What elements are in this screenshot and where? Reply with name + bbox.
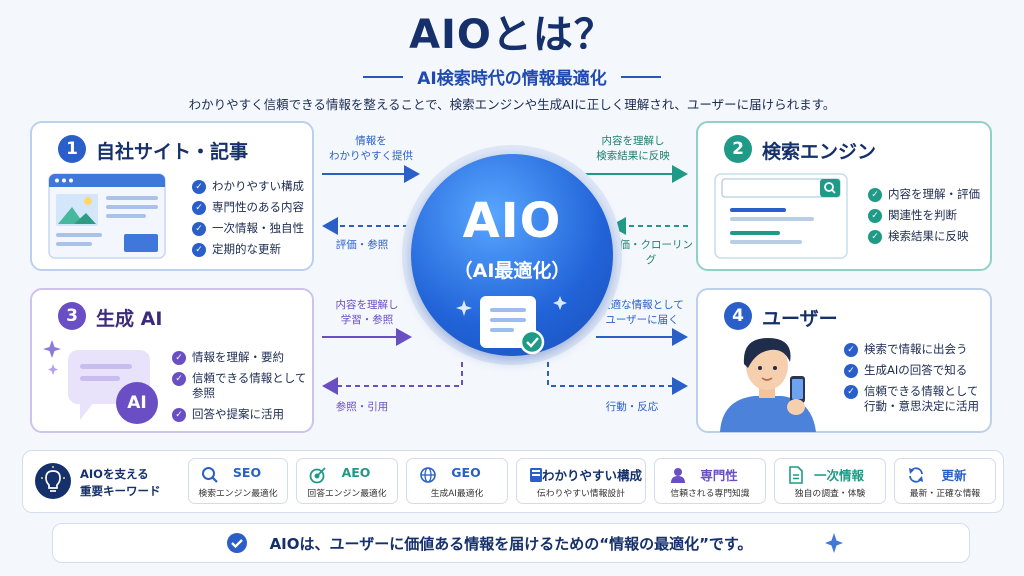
check-icon: ✓ bbox=[844, 385, 858, 399]
card-title: 自社サイト・記事 bbox=[96, 141, 249, 163]
card-feature-list: ✓内容を理解・評価 ✓関連性を判断 ✓検索結果に反映 bbox=[868, 187, 980, 250]
list-item: 行動・意思決定に活用 bbox=[864, 399, 979, 413]
document-icon bbox=[789, 466, 803, 484]
list-item: ✓検索結果に反映 bbox=[868, 229, 980, 244]
sparkle-icon bbox=[825, 533, 843, 553]
list-item: ✓わかりやすい構成 bbox=[192, 179, 304, 194]
aio-center-subtitle: （AI最適化） bbox=[453, 260, 571, 282]
check-icon: ✓ bbox=[192, 180, 206, 194]
check-icon: ✓ bbox=[868, 188, 882, 202]
check-icon: ✓ bbox=[192, 222, 206, 236]
ai-badge: AI bbox=[116, 382, 158, 424]
arrow-user-to-aio bbox=[547, 362, 688, 395]
keyword-seo: SEO 検索エンジン最適化 bbox=[188, 458, 288, 504]
card-number: 2 bbox=[724, 135, 752, 163]
card-feature-list: ✓情報を理解・要約 ✓信頼できる情報として参照 ✓回答や提案に活用 bbox=[172, 350, 312, 428]
search-results-illustration-icon bbox=[714, 173, 848, 259]
card-feature-list: ✓わかりやすい構成 ✓専門性のある内容 ✓一次情報・独自性 ✓定期的な更新 bbox=[192, 179, 304, 263]
check-icon: ✓ bbox=[868, 209, 882, 223]
flow-label-evaluate: 評価・参照 bbox=[335, 239, 389, 251]
search-icon bbox=[202, 467, 218, 483]
keywords-heading: AIOを支える 重要キーワード bbox=[80, 467, 161, 498]
keyword-primary-info: 一次情報 独自の調査・体験 bbox=[774, 458, 886, 504]
card-user: 4 ユーザー ✓検索で情報に出会う ✓生成AIの回答で知る ✓信頼できる情報とし… bbox=[696, 288, 992, 433]
card-title: 生成 AI bbox=[96, 308, 163, 330]
list-item: ✓生成AIの回答で知る bbox=[844, 363, 979, 378]
page-title: AIOとは？ bbox=[409, 12, 615, 58]
list-item: ✓信頼できる情報として bbox=[844, 384, 979, 399]
card-feature-list: ✓検索で情報に出会う ✓生成AIの回答で知る ✓信頼できる情報として 行動・意思… bbox=[844, 342, 979, 420]
check-icon: ✓ bbox=[844, 364, 858, 378]
keyword-clear-structure: わかりやすい構成 伝わりやすい情報設計 bbox=[516, 458, 646, 504]
flow-label-provide: 情報をわかりやすく提供 bbox=[329, 135, 413, 162]
check-icon: ✓ bbox=[844, 343, 858, 357]
check-icon: ✓ bbox=[192, 243, 206, 257]
list-item: ✓回答や提案に活用 bbox=[172, 407, 312, 422]
keyword-geo: GEO 生成AI最適化 bbox=[406, 458, 508, 504]
check-icon: ✓ bbox=[868, 230, 882, 244]
subtitle-dash-left bbox=[363, 75, 404, 78]
globe-icon bbox=[420, 467, 436, 483]
document-check-icon bbox=[456, 296, 567, 355]
check-icon: ✓ bbox=[172, 408, 186, 422]
list-item: ✓情報を理解・要約 bbox=[172, 350, 312, 365]
flow-label-crawling: 評価・クローリング bbox=[609, 239, 693, 266]
book-icon bbox=[530, 468, 542, 482]
list-item: ✓信頼できる情報として参照 bbox=[172, 371, 312, 401]
card-number: 1 bbox=[58, 135, 86, 163]
card-title: ユーザー bbox=[762, 308, 838, 330]
webpage-illustration-icon bbox=[48, 173, 166, 259]
card-generative-ai: 3 生成 AI AI ✓情報を理解・要約 ✓信頼できる情報として参照 ✓回答や提… bbox=[30, 288, 314, 433]
check-icon: ✓ bbox=[172, 372, 186, 386]
card-number: 3 bbox=[58, 302, 86, 330]
flow-label-learn: 内容を理解し学習・参照 bbox=[335, 299, 399, 326]
flow-label-reflect: 内容を理解し検索結果に反映 bbox=[596, 135, 670, 162]
check-icon: ✓ bbox=[172, 351, 186, 365]
list-item: ✓内容を理解・評価 bbox=[868, 187, 980, 202]
card-number: 4 bbox=[724, 302, 752, 330]
page-subtitle: AI検索時代の情報最適化 bbox=[417, 69, 607, 89]
expert-icon bbox=[671, 468, 685, 483]
check-icon: ✓ bbox=[192, 201, 206, 215]
card-title: 検索エンジン bbox=[762, 141, 877, 163]
list-item: ✓検索で情報に出会う bbox=[844, 342, 979, 357]
flow-label-action: 行動・反応 bbox=[605, 401, 659, 413]
list-item: ✓定期的な更新 bbox=[192, 242, 304, 257]
flow-label-cite: 参照・引用 bbox=[335, 401, 389, 413]
target-icon bbox=[309, 467, 326, 484]
refresh-icon bbox=[909, 467, 923, 483]
list-item: ✓関連性を判断 bbox=[868, 208, 980, 223]
arrow-aio-to-ai bbox=[322, 362, 463, 395]
keyword-aeo: AEO 回答エンジン最適化 bbox=[296, 458, 398, 504]
footer-banner bbox=[52, 523, 970, 563]
page-description: わかりやすく信頼できる情報を整えることで、検索エンジンや生成AIに正しく理解され… bbox=[188, 97, 836, 112]
footer-text: AIOは、ユーザーに価値ある情報を届けるための“情報の最適化”です。 bbox=[269, 535, 753, 553]
card-search-engine: 2 検索エンジン ✓内容を理解・評価 ✓関連性を判断 ✓検索結果に反映 bbox=[696, 121, 992, 271]
check-circle-icon bbox=[227, 533, 247, 553]
card-own-site: 1 自社サイト・記事 ✓わかりやすい構成 ✓専門性のある内容 ✓一次情報・独自性… bbox=[30, 121, 314, 271]
lightbulb-icon bbox=[35, 463, 71, 499]
list-item: ✓一次情報・独自性 bbox=[192, 221, 304, 236]
subtitle-row: AI検索時代の情報最適化 bbox=[0, 64, 1024, 89]
subtitle-dash-right bbox=[620, 75, 661, 78]
aio-center-title: AIO bbox=[462, 193, 562, 249]
keyword-expertise: 専門性 信頼される専門知識 bbox=[654, 458, 766, 504]
list-item: ✓専門性のある内容 bbox=[192, 200, 304, 215]
flow-label-deliver: 最適な情報としてユーザーに届く bbox=[600, 299, 684, 326]
user-with-phone-icon bbox=[720, 338, 816, 432]
keyword-update: 更新 最新・正確な情報 bbox=[894, 458, 996, 504]
